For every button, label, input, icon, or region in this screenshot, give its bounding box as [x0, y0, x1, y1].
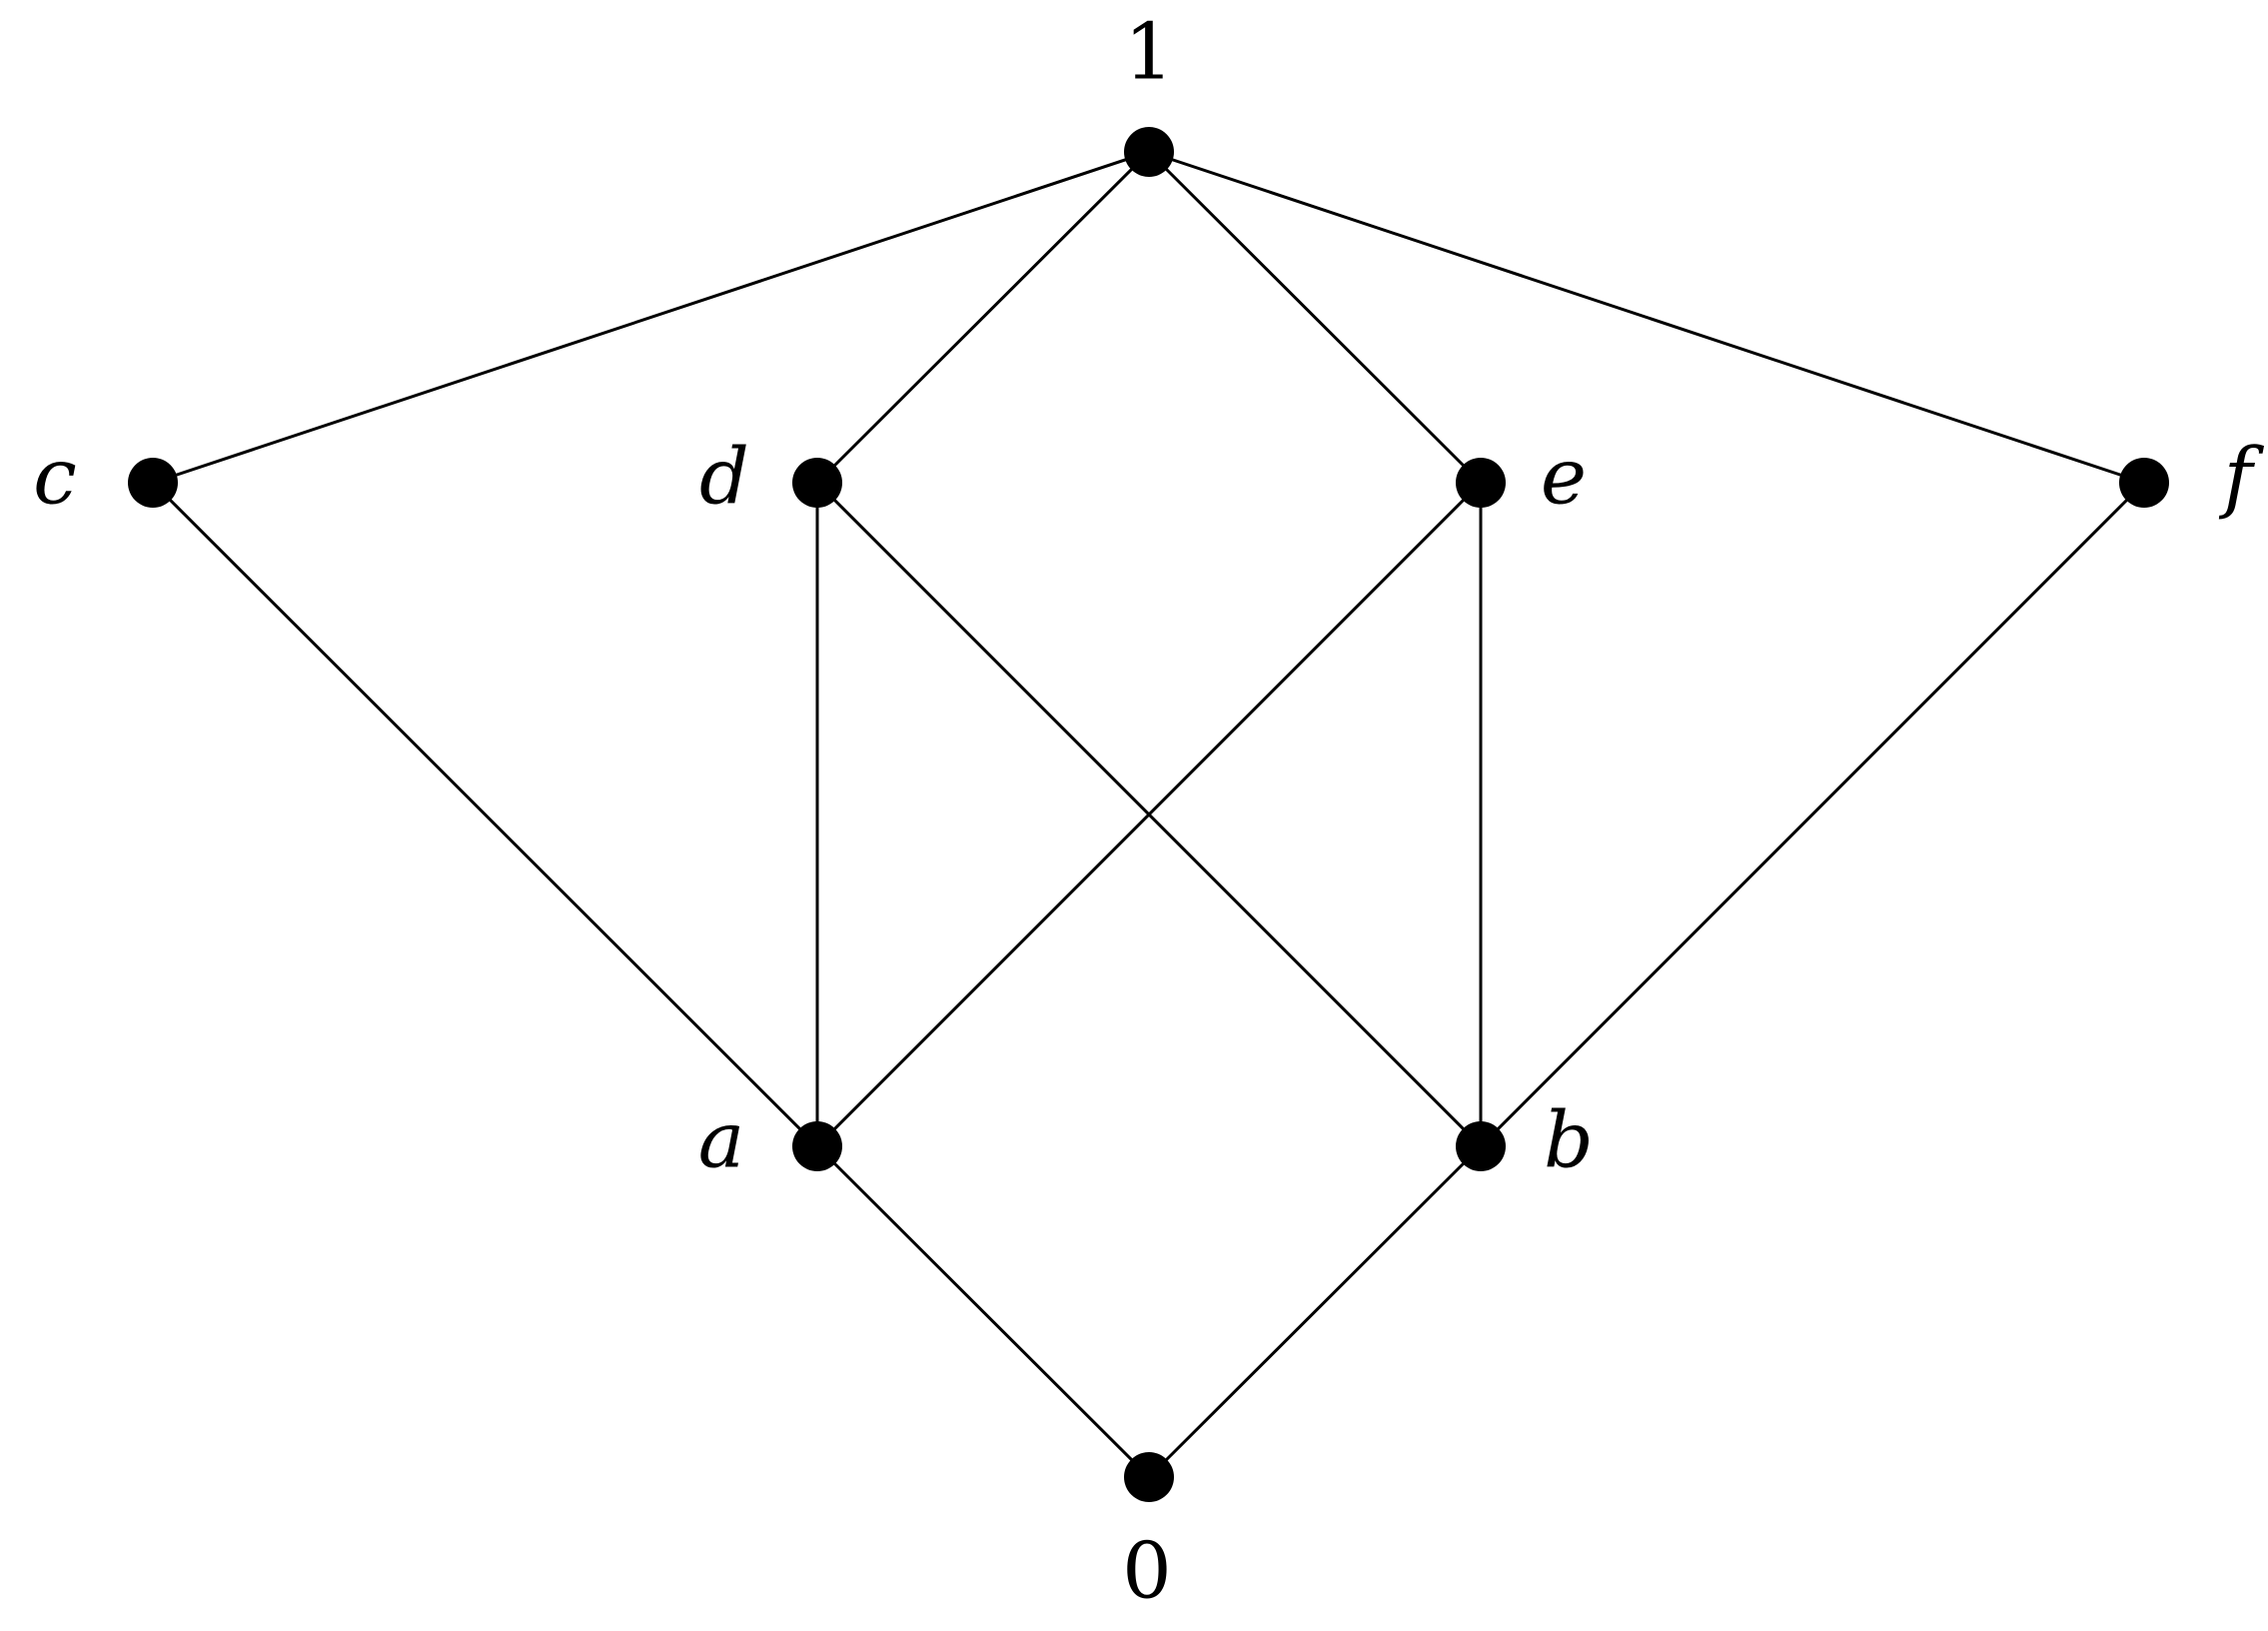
edge-top-f [1148, 150, 2145, 485]
edge-top-d [815, 150, 1151, 485]
node-bottom [1124, 1452, 1174, 1502]
node-top [1124, 127, 1174, 177]
node-label-bottom: 0 [1122, 1527, 1172, 1617]
edge-a-bottom [815, 1144, 1151, 1479]
node-f [2119, 458, 2169, 508]
node-label-b: b [1544, 1096, 1594, 1186]
edge-top-e [1147, 150, 1483, 485]
node-label-f: f [2219, 433, 2265, 523]
node-label-a: a [698, 1096, 745, 1186]
node-label-c: c [33, 433, 77, 523]
node-c [128, 458, 178, 508]
node-e [1456, 458, 1506, 508]
nodes-group [128, 127, 2169, 1502]
node-label-e: e [1541, 433, 1587, 523]
edge-f-b [1479, 481, 2146, 1148]
edge-c-a [151, 481, 819, 1148]
node-d [792, 458, 842, 508]
edge-b-bottom [1147, 1144, 1483, 1479]
node-a [792, 1121, 842, 1171]
edge-e-a [815, 481, 1483, 1148]
node-label-d: d [699, 433, 749, 523]
node-label-top: 1 [1124, 8, 1174, 98]
edge-top-c [152, 150, 1150, 485]
edges-group [151, 150, 2146, 1479]
node-b [1456, 1121, 1506, 1171]
labels-group: 1 c d e f a b 0 [33, 8, 2264, 1617]
